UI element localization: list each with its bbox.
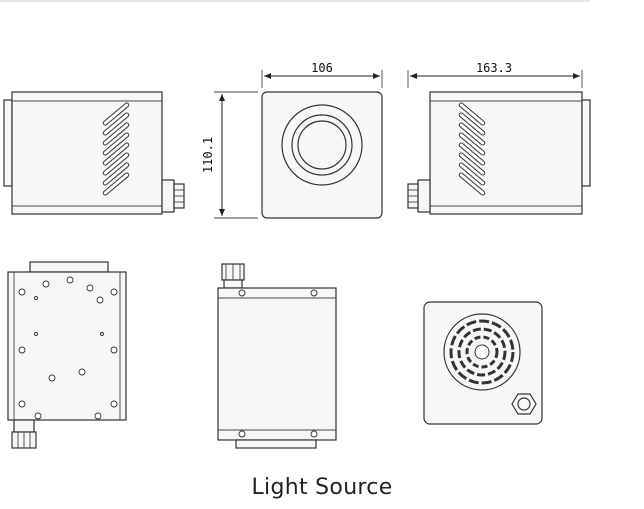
vent-slots [458, 102, 486, 196]
diagram-caption: Light Source [251, 475, 393, 500]
cable-gland [407, 179, 431, 213]
right-side-view [407, 70, 591, 215]
dimension-front-height: 110.1 [201, 137, 215, 173]
front-view [214, 70, 383, 219]
cable-gland [221, 263, 245, 289]
dimension-front-width: 106 [311, 61, 333, 75]
cable-gland-nut [511, 393, 537, 415]
cable-gland [11, 419, 37, 449]
vent-slots [102, 102, 130, 196]
cable-gland [161, 179, 185, 213]
screw-holes [18, 276, 118, 420]
left-side-view [3, 91, 185, 215]
dimension-side-length: 163.3 [476, 61, 512, 75]
rear-view [423, 301, 543, 425]
bottom-view [7, 261, 127, 449]
fan-grille [443, 313, 521, 391]
top-view [217, 263, 337, 449]
